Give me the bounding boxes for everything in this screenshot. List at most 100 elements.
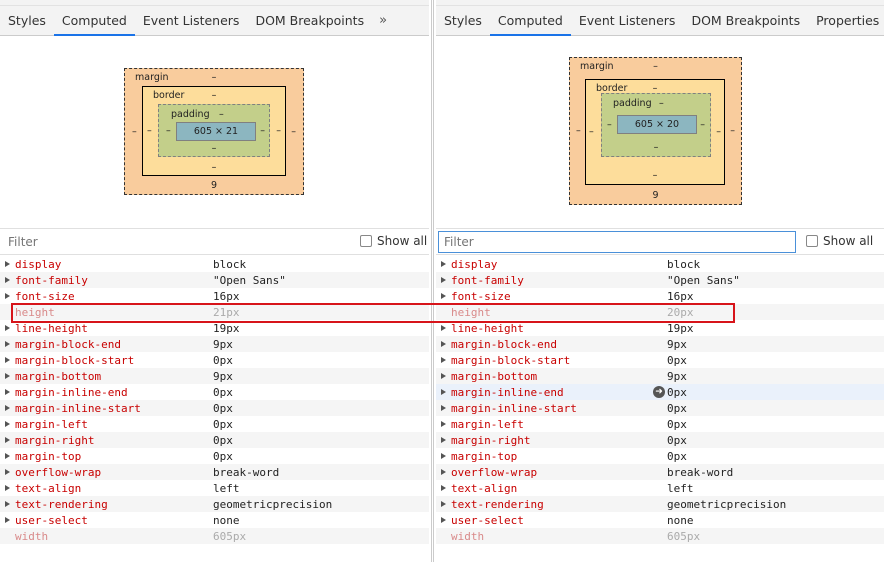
expand-triangle-icon[interactable]	[436, 421, 451, 427]
left-show-all-toggle[interactable]: Show all	[360, 234, 427, 248]
expand-triangle-icon[interactable]	[436, 341, 451, 347]
expand-triangle-icon[interactable]	[436, 261, 451, 267]
border-top-value[interactable]: –	[652, 83, 658, 94]
border-right-value[interactable]: –	[276, 125, 281, 137]
expand-triangle-icon[interactable]	[0, 293, 15, 299]
expand-triangle-icon[interactable]	[0, 325, 15, 331]
right-tab-properties[interactable]: Properties	[816, 13, 880, 28]
expand-triangle-icon[interactable]	[436, 277, 451, 283]
margin-left-value[interactable]: –	[132, 126, 137, 137]
expand-triangle-icon[interactable]	[0, 437, 15, 443]
border-bottom-value[interactable]: –	[211, 162, 217, 173]
expand-triangle-icon[interactable]	[436, 325, 451, 331]
padding-bottom-value[interactable]: –	[653, 142, 659, 153]
box-model-content[interactable]: 605 × 21	[176, 122, 256, 141]
more-tabs-icon[interactable]: »	[379, 13, 388, 28]
computed-property[interactable]: font-family"Open Sans"	[0, 272, 429, 288]
expand-triangle-icon[interactable]	[436, 405, 451, 411]
box-model-padding[interactable]: padding – – – – 605 × 20	[601, 93, 711, 157]
padding-left-value[interactable]: –	[607, 119, 612, 131]
expand-triangle-icon[interactable]	[0, 469, 15, 475]
goto-definition-icon[interactable]: ➜	[653, 386, 665, 398]
expand-triangle-icon[interactable]	[436, 453, 451, 459]
expand-triangle-icon[interactable]	[436, 501, 451, 507]
margin-right-value[interactable]: –	[730, 125, 735, 137]
expand-triangle-icon[interactable]	[436, 437, 451, 443]
left-tab-event-listeners[interactable]: Event Listeners	[142, 13, 240, 28]
left-filter-input[interactable]	[2, 231, 302, 253]
margin-bottom-value[interactable]: 9	[210, 180, 218, 191]
expand-triangle-icon[interactable]	[436, 469, 451, 475]
pane-splitter[interactable]	[429, 0, 436, 562]
expand-triangle-icon[interactable]	[0, 517, 15, 523]
margin-right-value[interactable]: –	[291, 126, 296, 137]
expand-triangle-icon[interactable]	[0, 373, 15, 379]
show-all-checkbox[interactable]	[360, 235, 372, 247]
box-model-padding[interactable]: padding – – – – 605 × 21	[158, 104, 270, 157]
expand-triangle-icon[interactable]	[0, 453, 15, 459]
expand-triangle-icon[interactable]	[0, 501, 15, 507]
box-model-margin[interactable]: margin – 9 – – border – – – – padding – …	[569, 57, 742, 205]
expand-triangle-icon[interactable]	[0, 485, 15, 491]
margin-bottom-value[interactable]: 9	[652, 190, 659, 201]
expand-triangle-icon[interactable]	[436, 517, 451, 523]
padding-right-value[interactable]: –	[260, 125, 265, 136]
margin-top-value[interactable]: –	[211, 72, 217, 83]
expand-triangle-icon[interactable]	[436, 389, 451, 395]
expand-triangle-icon[interactable]	[0, 421, 15, 427]
right-tab-event-listeners[interactable]: Event Listeners	[578, 13, 676, 28]
expand-triangle-icon[interactable]	[436, 485, 451, 491]
expand-triangle-icon[interactable]	[0, 261, 15, 267]
padding-left-value[interactable]: –	[166, 125, 171, 136]
right-tab-dom-breakpoints[interactable]: DOM Breakpoints	[691, 13, 801, 28]
margin-top-value[interactable]: –	[653, 61, 658, 72]
computed-property[interactable]: font-family"Open Sans"	[436, 272, 884, 288]
expand-triangle-icon[interactable]	[0, 389, 15, 395]
expand-triangle-icon[interactable]	[436, 357, 451, 363]
border-left-value[interactable]: –	[147, 125, 152, 137]
right-show-all-toggle[interactable]: Show all	[806, 234, 873, 248]
right-filter-input[interactable]	[438, 231, 796, 253]
margin-left-value[interactable]: –	[576, 125, 581, 137]
box-model-border[interactable]: border – – – – padding – – – – 605 × 20	[585, 79, 725, 185]
expand-triangle-icon[interactable]	[0, 405, 15, 411]
left-tab-styles[interactable]: Styles	[8, 13, 46, 28]
box-model-content[interactable]: 605 × 20	[617, 115, 697, 134]
border-bottom-value[interactable]: –	[652, 170, 658, 181]
expand-triangle-icon[interactable]	[0, 341, 15, 347]
padding-right-value[interactable]: –	[700, 119, 705, 131]
expand-triangle-icon[interactable]	[0, 277, 15, 283]
padding-top-value[interactable]: –	[219, 109, 224, 120]
border-top-value[interactable]: –	[211, 90, 217, 101]
box-model-margin[interactable]: margin – 9 – – border – – – – padding – …	[124, 68, 304, 195]
show-all-checkbox[interactable]	[806, 235, 818, 247]
border-left-value[interactable]: –	[589, 126, 594, 138]
